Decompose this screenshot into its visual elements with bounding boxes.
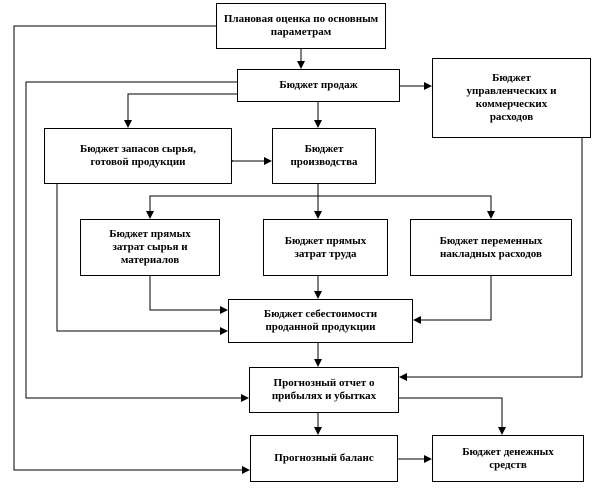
arrow-sales-to-pnl — [25, 81, 249, 402]
arrow-materials-to-cost — [149, 276, 228, 314]
admin-commercial-expenses-budget-box: Бюджет управленческих и коммерческих рас… — [432, 58, 591, 138]
arrow-production-to-materials — [146, 195, 318, 219]
arrow-production-to-overhead — [318, 195, 495, 219]
arrow-management-to-pnl — [399, 138, 583, 381]
arrow-stock-to-cost — [56, 184, 228, 335]
inventory-budget-box: Бюджет запасов сырья, готовой продукции — [44, 128, 232, 184]
direct-materials-budget-box: Бюджет прямых затрат сырья и материалов — [80, 219, 220, 276]
forecast-profit-loss-box: Прогнозный отчет о прибылях и убытках — [249, 367, 399, 413]
arrow-overhead-to-cost — [413, 276, 492, 324]
cash-budget-box: Бюджет денежных средств — [432, 435, 584, 482]
arrow-pnl-to-cash — [399, 397, 506, 435]
arrow-plan-to-balance — [13, 25, 250, 474]
forecast-balance-box: Прогнозный баланс — [250, 435, 398, 482]
variable-overhead-budget-box: Бюджет переменных накладных расходов — [410, 219, 572, 276]
arrow-sales-to-stock — [124, 93, 237, 128]
sales-budget-box: Бюджет продаж — [237, 69, 400, 102]
cost-of-goods-sold-budget-box: Бюджет себестоимости проданной продукции — [228, 299, 413, 343]
production-budget-box: Бюджет производства — [272, 128, 376, 184]
planned-estimate-box: Плановая оценка по основным параметрам — [216, 3, 386, 49]
direct-labor-budget-box: Бюджет прямых затрат труда — [263, 219, 388, 276]
